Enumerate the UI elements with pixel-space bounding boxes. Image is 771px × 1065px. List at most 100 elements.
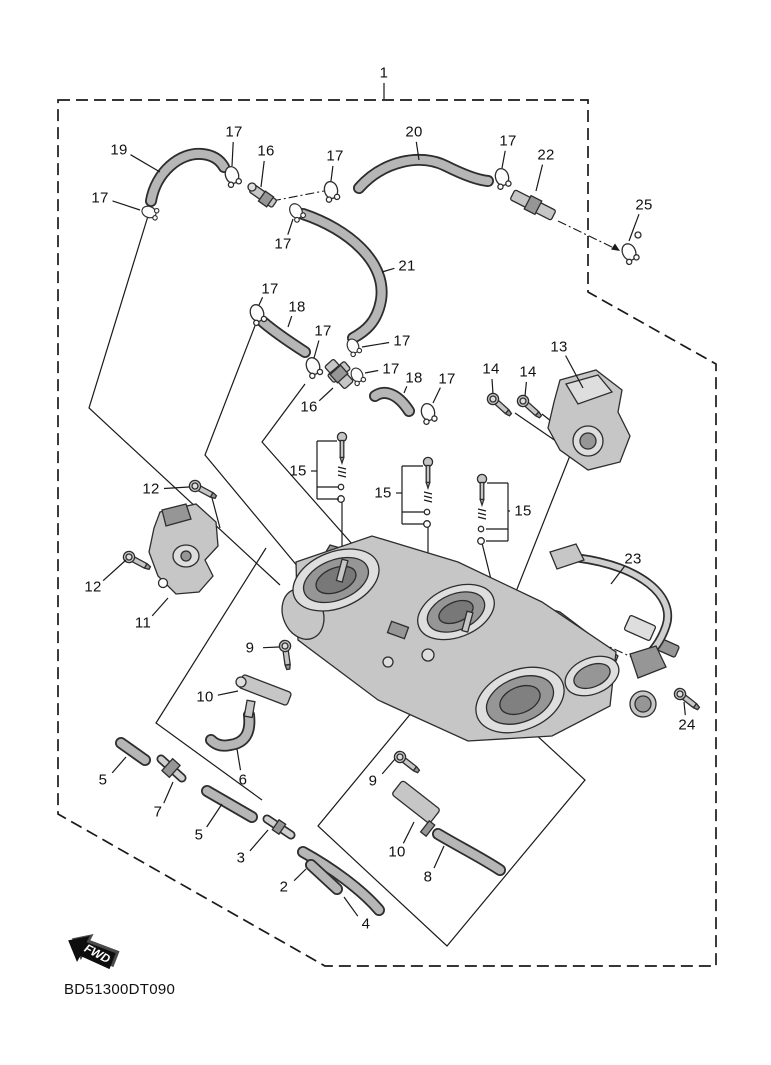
callout-label-15: 15 <box>514 502 532 520</box>
callout-label-17: 17 <box>225 123 243 141</box>
callout-label-25: 25 <box>635 196 653 214</box>
leader-line-21 <box>381 267 395 273</box>
hose-4 <box>297 846 385 916</box>
leader-line-19 <box>130 154 161 173</box>
leader-line-12 <box>102 559 127 582</box>
hose-21 <box>297 208 388 344</box>
fwd-arrow: FWD <box>58 926 122 980</box>
leader-line-17 <box>287 218 294 235</box>
leader-line-17 <box>361 341 390 348</box>
leader-line-12 <box>163 486 190 490</box>
leader-line-17 <box>313 340 320 359</box>
clamp-25 <box>618 231 642 266</box>
callout-label-1: 1 <box>379 64 389 82</box>
leader-line-13 <box>565 355 584 389</box>
leader-line-18 <box>403 386 408 394</box>
leader-line-16 <box>318 387 334 402</box>
callout-label-24: 24 <box>678 716 696 734</box>
callout-label-15: 15 <box>289 462 307 480</box>
screw-kit-15-right <box>476 473 509 545</box>
fitting-22 <box>510 189 556 221</box>
leader-line-20 <box>415 141 420 161</box>
joint-7 <box>156 754 187 783</box>
screw-kit-15-middle <box>401 456 434 528</box>
callout-label-14: 14 <box>482 360 500 378</box>
leader-line-11 <box>151 597 169 617</box>
callout-label-16: 16 <box>257 142 275 160</box>
callout-label-22: 22 <box>537 146 555 164</box>
leader-lines <box>102 83 686 917</box>
callout-label-18: 18 <box>288 298 306 316</box>
callout-label-15: 15 <box>374 484 392 502</box>
callout-label-10: 10 <box>388 843 406 861</box>
leader-line-9 <box>262 646 280 649</box>
callout-label-5: 5 <box>98 771 108 789</box>
callout-label-17: 17 <box>499 132 517 150</box>
drawing-code: BD51300DT090 <box>64 981 176 998</box>
leader-line-8 <box>433 845 445 869</box>
callout-label-7: 7 <box>153 803 163 821</box>
callout-label-17: 17 <box>382 360 400 378</box>
callout-label-21: 21 <box>398 257 416 275</box>
pipe-5-lower <box>201 785 258 823</box>
pipe-5-upper <box>115 737 151 766</box>
leader-line-17 <box>258 296 264 306</box>
leader-line-4 <box>343 896 359 917</box>
hose-20 <box>353 154 494 194</box>
leader-line-10 <box>217 690 239 696</box>
clamps-17 <box>139 164 513 426</box>
leader-line-23 <box>610 566 625 585</box>
callout-label-4: 4 <box>361 915 371 933</box>
callout-label-16: 16 <box>300 398 318 416</box>
callout-label-17: 17 <box>274 235 292 253</box>
callout-label-20: 20 <box>405 123 423 141</box>
callout-label-12: 12 <box>84 578 102 596</box>
leader-line-18 <box>287 315 293 328</box>
pipe-2 <box>305 859 343 895</box>
callout-label-3: 3 <box>236 849 246 867</box>
joint-10-right <box>392 780 440 838</box>
callout-label-11: 11 <box>134 614 152 632</box>
leader-line-24 <box>683 701 686 716</box>
hose-6 <box>205 709 256 752</box>
sensor-13 <box>547 369 631 471</box>
leader-line-5 <box>206 803 223 828</box>
callout-label-9: 9 <box>368 772 378 790</box>
leader-line-25 <box>628 213 640 242</box>
callout-label-19: 19 <box>110 141 128 159</box>
leader-line-17 <box>364 369 379 374</box>
leader-line-3 <box>249 829 269 852</box>
leader-line-5 <box>111 756 127 774</box>
assembly-boundary-dashed <box>57 99 717 967</box>
leader-line-17 <box>501 150 506 169</box>
callout-label-17: 17 <box>393 332 411 350</box>
screw-kit-15-left <box>316 431 348 503</box>
leader-line-9 <box>381 758 396 775</box>
wire-harness-23 <box>549 543 673 679</box>
callout-label-17: 17 <box>91 189 109 207</box>
callout-label-8: 8 <box>423 868 433 886</box>
leader-line-6 <box>236 748 242 771</box>
callout-label-17: 17 <box>326 147 344 165</box>
joint-3 <box>262 814 296 840</box>
callout-label-2: 2 <box>279 878 289 896</box>
leader-line-17 <box>432 387 441 404</box>
leader-line-2 <box>293 868 307 882</box>
fitting-16-mid <box>324 359 354 389</box>
callout-label-18: 18 <box>405 369 423 387</box>
callout-label-13: 13 <box>550 338 568 356</box>
hose-8 <box>432 828 506 876</box>
leader-line-7 <box>163 781 174 804</box>
leader-line-17 <box>112 200 141 211</box>
hose-18-right <box>369 387 415 417</box>
callout-label-17: 17 <box>438 370 456 388</box>
callout-label-10: 10 <box>196 688 214 706</box>
leader-line-17 <box>231 141 234 167</box>
callout-label-14: 14 <box>519 363 537 381</box>
callout-label-12: 12 <box>142 480 160 498</box>
throttle-body-assembly <box>281 535 680 742</box>
callout-label-9: 9 <box>245 639 255 657</box>
leader-line-14 <box>491 378 494 395</box>
leader-line-17 <box>330 165 334 182</box>
